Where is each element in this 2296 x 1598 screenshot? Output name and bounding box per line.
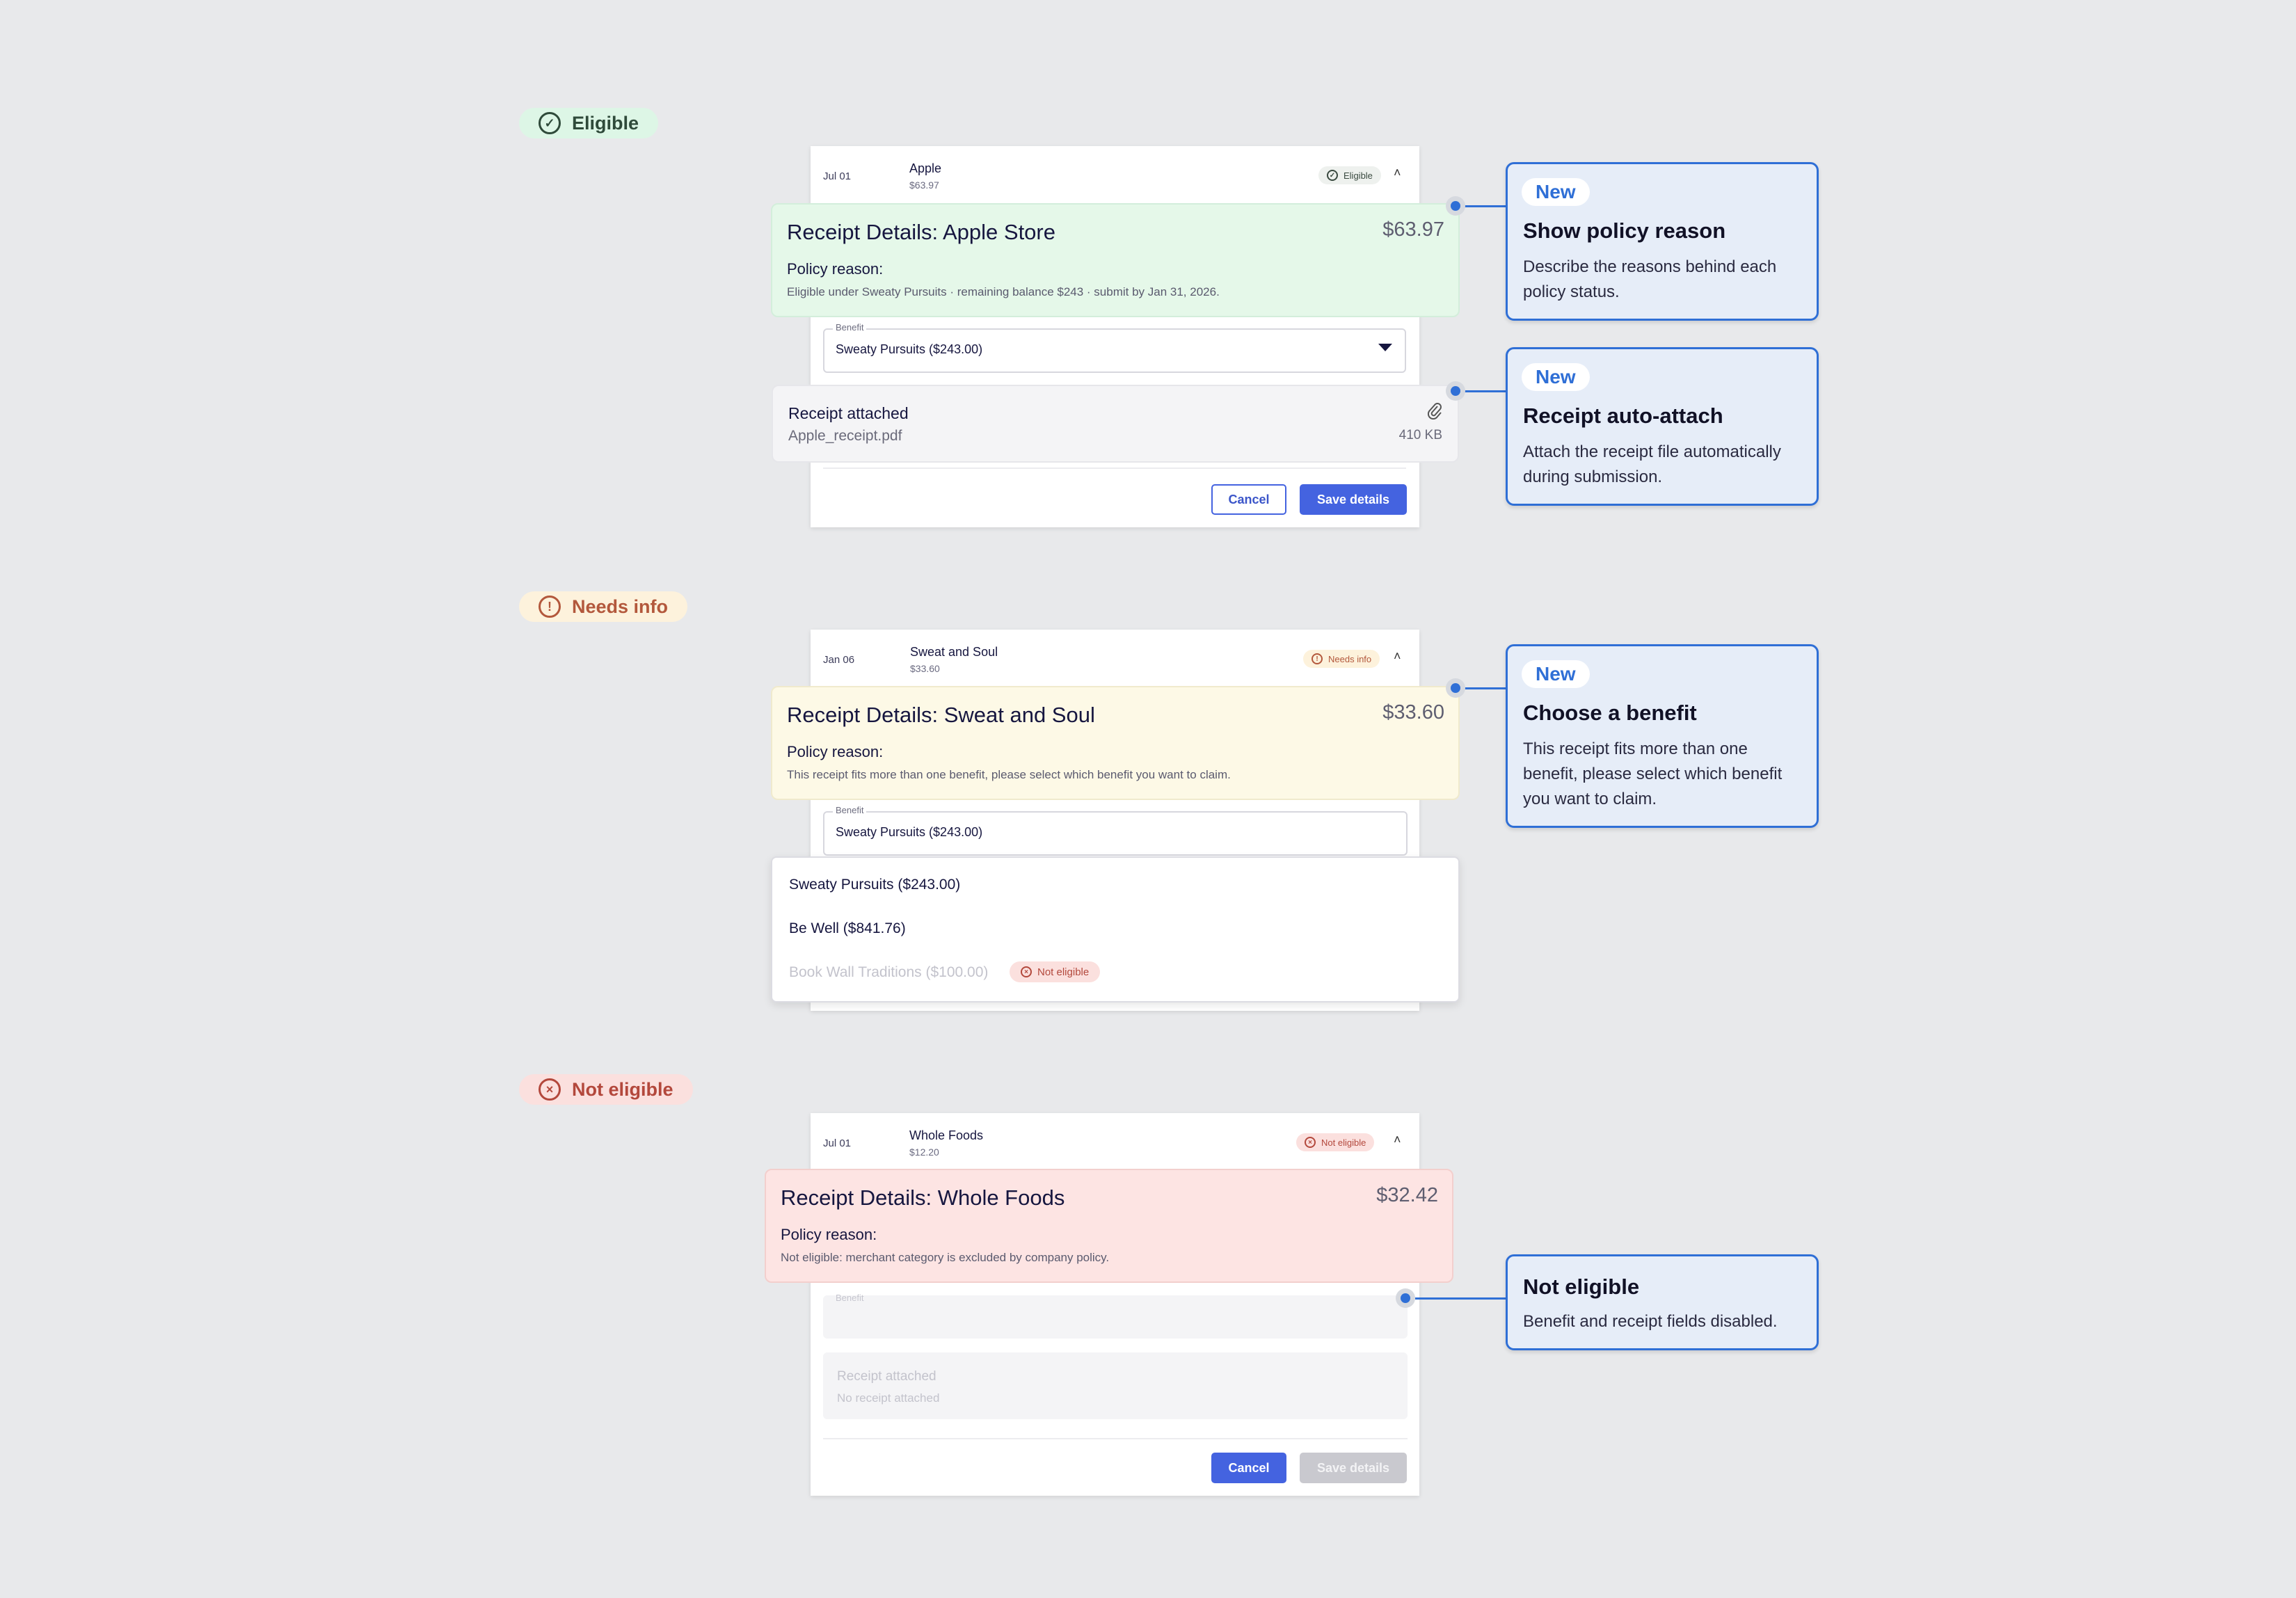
status-badge: × Not eligible xyxy=(1296,1133,1375,1151)
x-circle-icon: × xyxy=(539,1078,561,1101)
annotation-description: Benefit and receipt fields disabled. xyxy=(1523,1312,1778,1331)
annotation-title: Not eligible xyxy=(1523,1275,1640,1299)
benefit-select[interactable]: Benefit Sweaty Pursuits ($243.00) xyxy=(823,322,1406,373)
policy-reason-text: This receipt fits more than one benefit,… xyxy=(787,768,1231,781)
cancel-button[interactable]: Cancel xyxy=(1211,1453,1286,1483)
attachment-filename: No receipt attached xyxy=(837,1391,940,1405)
row-date: Jan 06 xyxy=(823,654,855,666)
row-merchant[interactable]: Sweat and Soul xyxy=(910,645,998,659)
new-tag: New xyxy=(1522,660,1590,688)
dropdown-option[interactable]: Sweaty Pursuits ($243.00) xyxy=(789,877,961,893)
divider xyxy=(823,1438,1408,1439)
badge-label: Eligible xyxy=(1344,170,1373,181)
policy-reason-text: Not eligible: merchant category is exclu… xyxy=(781,1251,1110,1264)
paperclip-icon[interactable] xyxy=(1427,401,1442,424)
annotation-not-eligible: Not eligible Benefit and receipt fields … xyxy=(1506,1254,1819,1350)
chevron-up-icon[interactable]: ˄ xyxy=(1394,1133,1401,1146)
badge-label: Not eligible xyxy=(1321,1137,1366,1148)
benefit-value: Sweaty Pursuits ($243.00) xyxy=(836,342,983,356)
panel-amount: $32.42 xyxy=(1376,1184,1438,1206)
row-date: Jul 01 xyxy=(823,1137,852,1149)
chevron-up-icon[interactable]: ˄ xyxy=(1394,649,1401,663)
receipt-details-panel: Receipt Details: Apple Store $63.97 Poli… xyxy=(771,203,1460,317)
annotation-receipt-auto-attach: New Receipt auto-attach Attach the recei… xyxy=(1506,347,1819,506)
benefit-label: Benefit xyxy=(836,1293,864,1303)
exclamation-circle-icon: ! xyxy=(539,596,561,618)
row-date: Jul 01 xyxy=(823,170,852,182)
panel-amount: $63.97 xyxy=(1382,218,1444,241)
annotation-description: Describe the reasons behind each policy … xyxy=(1523,257,1777,301)
policy-reason-label: Policy reason: xyxy=(781,1226,877,1243)
row-amount: $12.20 xyxy=(909,1146,939,1158)
annotation-connector xyxy=(1456,390,1507,392)
pill-label: Needs info xyxy=(572,596,669,617)
policy-reason-label: Policy reason: xyxy=(787,743,884,760)
x-circle-icon: × xyxy=(1305,1137,1316,1148)
annotation-show-policy-reason: New Show policy reason Describe the reas… xyxy=(1506,162,1819,321)
new-tag: New xyxy=(1522,178,1590,206)
attachment-title: Receipt attached xyxy=(788,404,909,422)
policy-reason-label: Policy reason: xyxy=(787,260,884,278)
receipt-details-panel: Receipt Details: Whole Foods $32.42 Poli… xyxy=(765,1169,1453,1283)
check-circle-icon: ✓ xyxy=(1327,170,1338,181)
annotation-dot xyxy=(1446,678,1465,698)
dropdown-option[interactable]: Be Well ($841.76) xyxy=(789,920,906,936)
attachment-filename[interactable]: Apple_receipt.pdf xyxy=(788,428,902,444)
status-badge: ✓ Eligible xyxy=(1318,166,1381,184)
row-amount: $33.60 xyxy=(910,663,940,674)
annotation-dot xyxy=(1396,1288,1415,1308)
receipt-attachment[interactable]: Receipt attached Apple_receipt.pdf 410 K… xyxy=(772,385,1459,463)
check-circle-icon: ✓ xyxy=(539,112,561,134)
caret-down-icon xyxy=(1378,344,1392,351)
pill-label: Eligible xyxy=(572,112,639,134)
benefit-label: Benefit xyxy=(833,322,867,333)
annotation-connector xyxy=(1415,1297,1507,1300)
benefit-value: Sweaty Pursuits ($243.00) xyxy=(836,825,983,839)
panel-title: Receipt Details: Whole Foods xyxy=(781,1185,1065,1210)
annotation-title: Receipt auto-attach xyxy=(1523,404,1723,428)
save-details-button-disabled: Save details xyxy=(1300,1453,1407,1483)
benefit-select-disabled: Benefit xyxy=(823,1293,1408,1339)
new-tag: New xyxy=(1522,363,1590,391)
not-eligible-badge: × Not eligible xyxy=(1010,961,1101,982)
save-details-button[interactable]: Save details xyxy=(1300,484,1407,515)
annotation-connector xyxy=(1456,205,1507,207)
status-badge: ! Needs info xyxy=(1303,650,1380,668)
receipt-attachment-disabled: Receipt attached No receipt attached xyxy=(823,1352,1408,1419)
annotation-dot xyxy=(1446,381,1465,401)
annotation-connector xyxy=(1456,687,1507,689)
cancel-button[interactable]: Cancel xyxy=(1211,484,1286,515)
benefit-dropdown-menu: Sweaty Pursuits ($243.00) Be Well ($841.… xyxy=(771,856,1460,1002)
receipt-details-panel: Receipt Details: Sweat and Soul $33.60 P… xyxy=(771,686,1460,800)
annotation-dot xyxy=(1446,196,1465,216)
annotation-description: This receipt fits more than one benefit,… xyxy=(1523,740,1783,808)
panel-title: Receipt Details: Sweat and Soul xyxy=(787,703,1095,727)
row-amount: $63.97 xyxy=(909,179,939,191)
policy-reason-text: Eligible under Sweaty Pursuits · remaini… xyxy=(787,285,1220,298)
badge-label: Not eligible xyxy=(1037,966,1090,978)
row-merchant[interactable]: Apple xyxy=(909,161,942,175)
dropdown-option-disabled: Book Wall Traditions ($100.00) xyxy=(789,964,989,980)
row-merchant[interactable]: Whole Foods xyxy=(909,1128,984,1142)
chevron-up-icon[interactable]: ˄ xyxy=(1394,166,1401,179)
status-pill-eligible: ✓ Eligible xyxy=(519,108,659,138)
x-circle-icon: × xyxy=(1021,966,1032,977)
annotation-description: Attach the receipt file automatically du… xyxy=(1523,442,1781,486)
benefit-label: Benefit xyxy=(833,805,867,815)
badge-label: Needs info xyxy=(1328,653,1372,664)
panel-title: Receipt Details: Apple Store xyxy=(787,220,1055,244)
status-pill-not-eligible: × Not eligible xyxy=(519,1074,693,1105)
exclamation-circle-icon: ! xyxy=(1312,653,1323,664)
attachment-size: 410 KB xyxy=(1398,428,1442,442)
pill-label: Not eligible xyxy=(572,1078,673,1100)
annotation-title: Choose a benefit xyxy=(1523,701,1697,725)
annotation-choose-a-benefit: New Choose a benefit This receipt fits m… xyxy=(1506,644,1819,828)
divider xyxy=(823,468,1406,469)
status-pill-needs-info: ! Needs info xyxy=(519,591,688,622)
panel-amount: $33.60 xyxy=(1382,701,1444,724)
annotation-title: Show policy reason xyxy=(1523,218,1726,243)
attachment-title: Receipt attached xyxy=(837,1369,936,1384)
benefit-select[interactable]: Benefit Sweaty Pursuits ($243.00) xyxy=(823,805,1408,856)
